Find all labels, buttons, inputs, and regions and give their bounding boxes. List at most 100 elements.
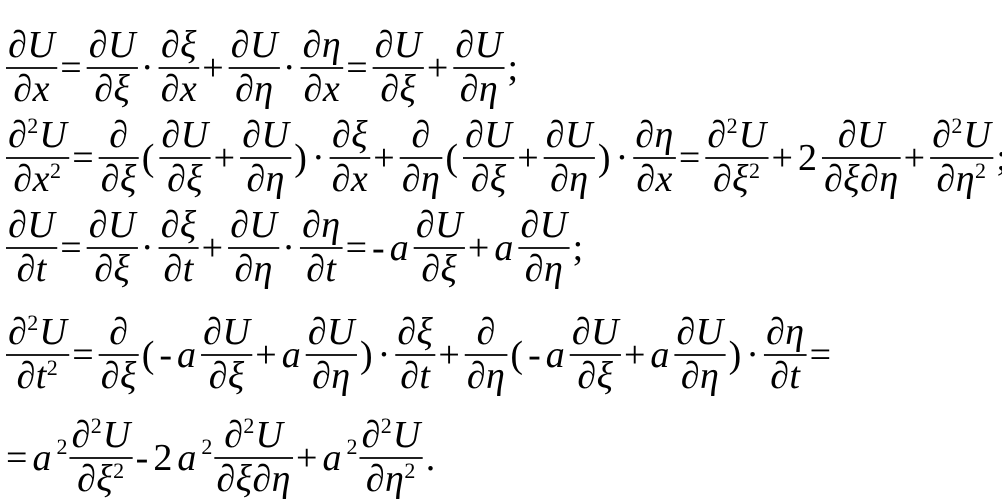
plus-sign: + xyxy=(772,137,793,179)
symbol-u: U xyxy=(591,311,621,353)
partial-symbol: ∂ xyxy=(707,114,726,156)
xi-symbol: ξ xyxy=(732,158,749,200)
symbol-u: U xyxy=(261,114,291,156)
dot-operator: · xyxy=(282,227,295,269)
partial-symbol: ∂ xyxy=(246,158,265,200)
symbol-t: t xyxy=(183,248,195,290)
eta-symbol: η xyxy=(479,68,498,110)
plus-sign: + xyxy=(202,227,223,269)
symbol-u: U xyxy=(696,311,726,353)
eta-symbol: η xyxy=(322,24,341,66)
partial-symbol: ∂ xyxy=(766,311,785,353)
superscript: 2 xyxy=(91,413,102,438)
eta-symbol: η xyxy=(266,158,285,200)
plus-sign: + xyxy=(427,47,448,89)
equals-sign: = xyxy=(810,334,831,376)
symbol-x: x xyxy=(322,68,340,110)
xi-symbol: ξ xyxy=(843,158,860,200)
eta-symbol: η xyxy=(254,248,273,290)
partial-symbol: ∂ xyxy=(375,24,394,66)
equals-sign: = xyxy=(679,137,700,179)
partial-symbol: ∂ xyxy=(366,458,385,499)
symbol-u: U xyxy=(739,114,769,156)
partial-symbol: ∂ xyxy=(161,204,180,246)
partial-symbol: ∂ xyxy=(167,158,186,200)
symbol-t: t xyxy=(789,355,801,397)
partial-symbol: ∂ xyxy=(838,114,857,156)
xi-symbol: ξ xyxy=(114,68,131,110)
partial-symbol: ∂ xyxy=(231,24,250,66)
partial-symbol: ∂ xyxy=(306,248,325,290)
symbol-a: a xyxy=(390,227,409,269)
symbol-a: a xyxy=(177,437,196,479)
semicolon: ; xyxy=(573,227,584,269)
partial-symbol: ∂ xyxy=(577,355,596,397)
period: . xyxy=(426,437,436,479)
partial-symbol: ∂ xyxy=(71,414,90,456)
partial-symbol: ∂ xyxy=(8,311,27,353)
dot-operator: · xyxy=(283,47,296,89)
equals-sign: = xyxy=(72,137,93,179)
partial-symbol: ∂ xyxy=(89,204,108,246)
partial-symbol: ∂ xyxy=(89,24,108,66)
partial-symbol: ∂ xyxy=(476,311,495,353)
symbol-a: a xyxy=(282,334,301,376)
partial-symbol: ∂ xyxy=(101,355,120,397)
symbol-2: 2 xyxy=(153,437,172,479)
symbol-u: U xyxy=(27,204,57,246)
partial-symbol: ∂ xyxy=(932,114,951,156)
partial-symbol: ∂ xyxy=(224,414,243,456)
partial-symbol: ∂ xyxy=(230,204,249,246)
partial-symbol: ∂ xyxy=(525,248,544,290)
eta-symbol: η xyxy=(385,458,404,499)
partial-symbol: ∂ xyxy=(163,248,182,290)
superscript: 2 xyxy=(113,458,124,483)
symbol-u: U xyxy=(108,24,138,66)
eta-symbol: η xyxy=(544,248,563,290)
symbol-u: U xyxy=(39,311,69,353)
superscript: 2 xyxy=(47,355,58,380)
xi-symbol: ξ xyxy=(441,248,458,290)
xi-symbol: ξ xyxy=(114,248,131,290)
xi-symbol: ξ xyxy=(180,24,197,66)
eta-symbol: η xyxy=(785,311,804,353)
dot-operator: · xyxy=(746,334,759,376)
partial-symbol: ∂ xyxy=(416,204,435,246)
symbol-t: t xyxy=(419,355,431,397)
symbol-x: x xyxy=(179,68,197,110)
minus-sign: - xyxy=(372,227,385,269)
superscript: 2 xyxy=(50,158,61,183)
partial-symbol: ∂ xyxy=(860,158,879,200)
symbol-u: U xyxy=(108,204,138,246)
symbol-a: a xyxy=(32,437,51,479)
xi-symbol: ξ xyxy=(490,158,507,200)
superscript: 2 xyxy=(749,158,760,183)
superscript: 2 xyxy=(27,310,38,335)
partial-symbol: ∂ xyxy=(101,158,120,200)
partial-symbol: ∂ xyxy=(8,24,27,66)
symbol-a: a xyxy=(546,334,565,376)
symbol-a: a xyxy=(322,437,341,479)
symbol-a: a xyxy=(177,334,196,376)
eta-symbol: η xyxy=(700,355,719,397)
symbol-t: t xyxy=(36,248,48,290)
symbol-a: a xyxy=(650,334,669,376)
eta-symbol: η xyxy=(272,458,291,499)
xi-symbol: ξ xyxy=(417,311,434,353)
symbol-u: U xyxy=(394,24,424,66)
plus-sign: + xyxy=(517,137,538,179)
semicolon: ; xyxy=(508,47,519,89)
xi-symbol: ξ xyxy=(186,158,203,200)
superscript: 2 xyxy=(346,434,357,459)
plus-sign: + xyxy=(214,137,235,179)
eta-symbol: η xyxy=(421,158,440,200)
plus-sign: + xyxy=(438,334,459,376)
plus-sign: + xyxy=(624,334,645,376)
symbol-u: U xyxy=(963,114,993,156)
xi-symbol: ξ xyxy=(597,355,614,397)
left-paren: ( xyxy=(510,334,523,376)
partial-symbol: ∂ xyxy=(16,248,35,290)
plus-sign: + xyxy=(255,334,276,376)
partial-symbol: ∂ xyxy=(209,355,228,397)
